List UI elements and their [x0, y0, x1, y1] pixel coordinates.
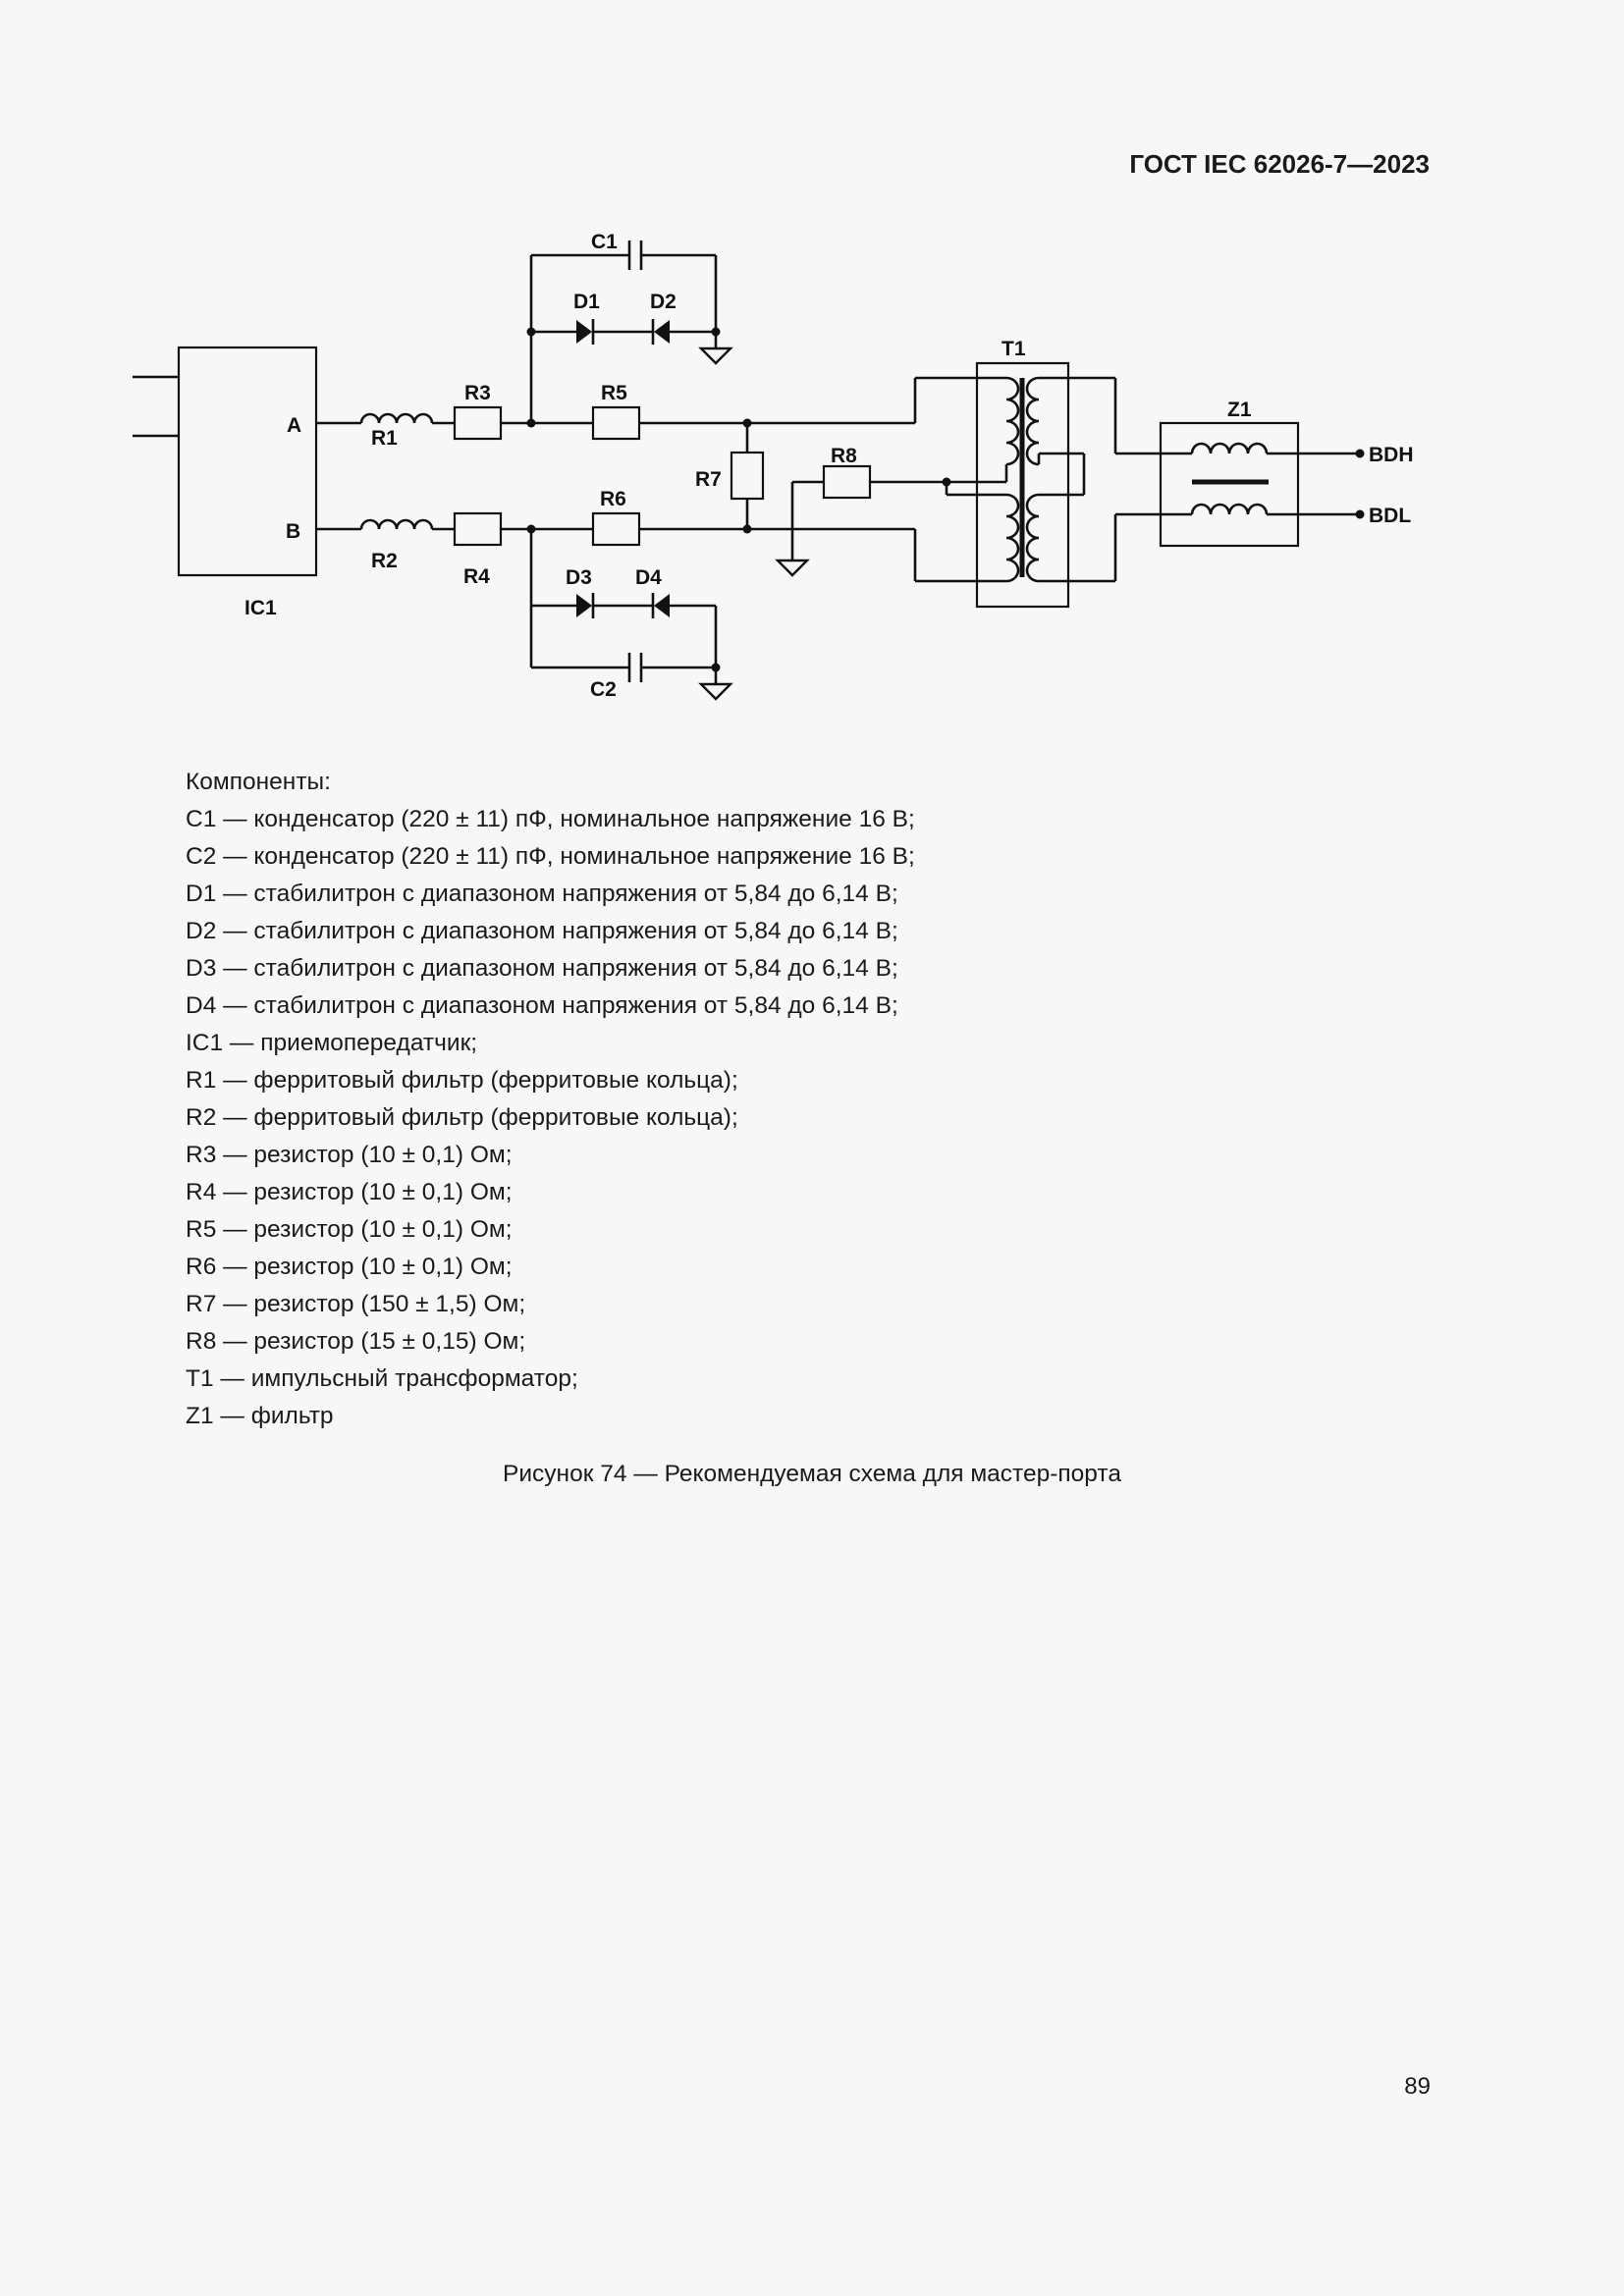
z1-upper-coil: [1190, 442, 1269, 454]
pin-b-label: B: [286, 520, 300, 543]
figure-caption: Рисунок 74 — Рекомендуемая схема для мас…: [503, 1461, 1121, 1487]
r8-label: R8: [831, 445, 857, 467]
ic1-label: IC1: [244, 597, 277, 619]
ground-3: [776, 542, 809, 577]
r5-label: R5: [601, 382, 627, 404]
component-item: R5 — резистор (10 ± 0,1) Ом;: [186, 1216, 513, 1243]
r2-label: R2: [371, 550, 398, 572]
r5-resistor: [591, 405, 641, 441]
component-item: D1 — стабилитрон с диапазоном напряжения…: [186, 881, 898, 907]
component-item: R1 — ферритовый фильтр (ферритовые кольц…: [186, 1067, 738, 1094]
d4-diode: [654, 594, 670, 617]
component-item: R8 — резистор (15 ± 0,15) Ом;: [186, 1328, 526, 1355]
pin-a-label: A: [287, 414, 301, 437]
d1-label: D1: [573, 291, 600, 313]
circuit-schematic: IC1 A B R1 R3 R5 R2 R4 R6 C1 D1 D2 D3: [133, 231, 1414, 701]
component-item: D4 — стабилитрон с диапазоном напряжения…: [186, 992, 898, 1019]
bdh-terminal: [1355, 449, 1365, 458]
t1-transformer: [975, 361, 1070, 609]
r7-resistor: [730, 451, 765, 501]
r7-label: R7: [695, 468, 722, 491]
r3-resistor: [453, 405, 503, 441]
r2-inductor: [359, 518, 434, 530]
ic1-block: [177, 346, 318, 577]
components-list: Компоненты: C1 — конденсатор (220 ± 11) …: [186, 764, 915, 1435]
t1-secondary-winding-2: [1025, 493, 1040, 583]
d2-diode: [654, 320, 670, 344]
r1-label: R1: [371, 427, 398, 450]
component-item: T1 — импульсный трансформатор;: [186, 1365, 578, 1392]
component-item: Z1 — фильтр: [186, 1403, 334, 1429]
z1-lower-coil: [1190, 503, 1269, 515]
component-item: R4 — резистор (10 ± 0,1) Ом;: [186, 1179, 513, 1205]
page-number: 89: [1404, 2073, 1431, 2100]
component-item: D2 — стабилитрон с диапазоном напряжения…: [186, 918, 898, 944]
document-standard-header: ГОСТ IEC 62026-7—2023: [1129, 149, 1430, 179]
r6-resistor: [591, 511, 641, 547]
bdl-terminal: [1355, 509, 1365, 519]
z1-label: Z1: [1227, 399, 1252, 421]
component-item: R7 — резистор (150 ± 1,5) Ом;: [186, 1291, 526, 1317]
ground-1: [699, 330, 732, 365]
bdh-label: BDH: [1369, 444, 1414, 466]
r4-resistor: [453, 511, 503, 547]
component-item: R3 — резистор (10 ± 0,1) Ом;: [186, 1142, 513, 1168]
t1-secondary-winding-1: [1025, 376, 1040, 466]
component-item: R6 — резистор (10 ± 0,1) Ом;: [186, 1254, 513, 1280]
r8-resistor: [822, 464, 872, 500]
r3-label: R3: [464, 382, 491, 404]
component-item: C2 — конденсатор (220 ± 11) пФ, номиналь…: [186, 843, 915, 870]
component-item: R2 — ферритовый фильтр (ферритовые кольц…: [186, 1104, 738, 1131]
r1-inductor: [359, 412, 434, 424]
bdl-label: BDL: [1369, 505, 1411, 527]
t1-primary-winding-2: [1005, 493, 1020, 583]
d3-diode: [576, 594, 592, 617]
d1-diode: [576, 320, 592, 344]
d2-label: D2: [650, 291, 677, 313]
r4-label: R4: [463, 565, 490, 588]
d4-label: D4: [635, 566, 662, 589]
components-heading: Компоненты:: [186, 769, 331, 795]
c1-label: C1: [591, 231, 618, 253]
ground-2: [699, 666, 732, 701]
component-item: IC1 — приемопередатчик;: [186, 1030, 478, 1056]
c2-label: C2: [590, 678, 617, 701]
component-item: D3 — стабилитрон с диапазоном напряжения…: [186, 955, 898, 982]
r6-label: R6: [600, 488, 626, 510]
t1-label: T1: [1001, 338, 1026, 360]
component-item: C1 — конденсатор (220 ± 11) пФ, номиналь…: [186, 806, 915, 832]
z1-filter: [1159, 421, 1300, 548]
d3-label: D3: [566, 566, 592, 589]
t1-primary-winding-1: [1005, 376, 1020, 466]
